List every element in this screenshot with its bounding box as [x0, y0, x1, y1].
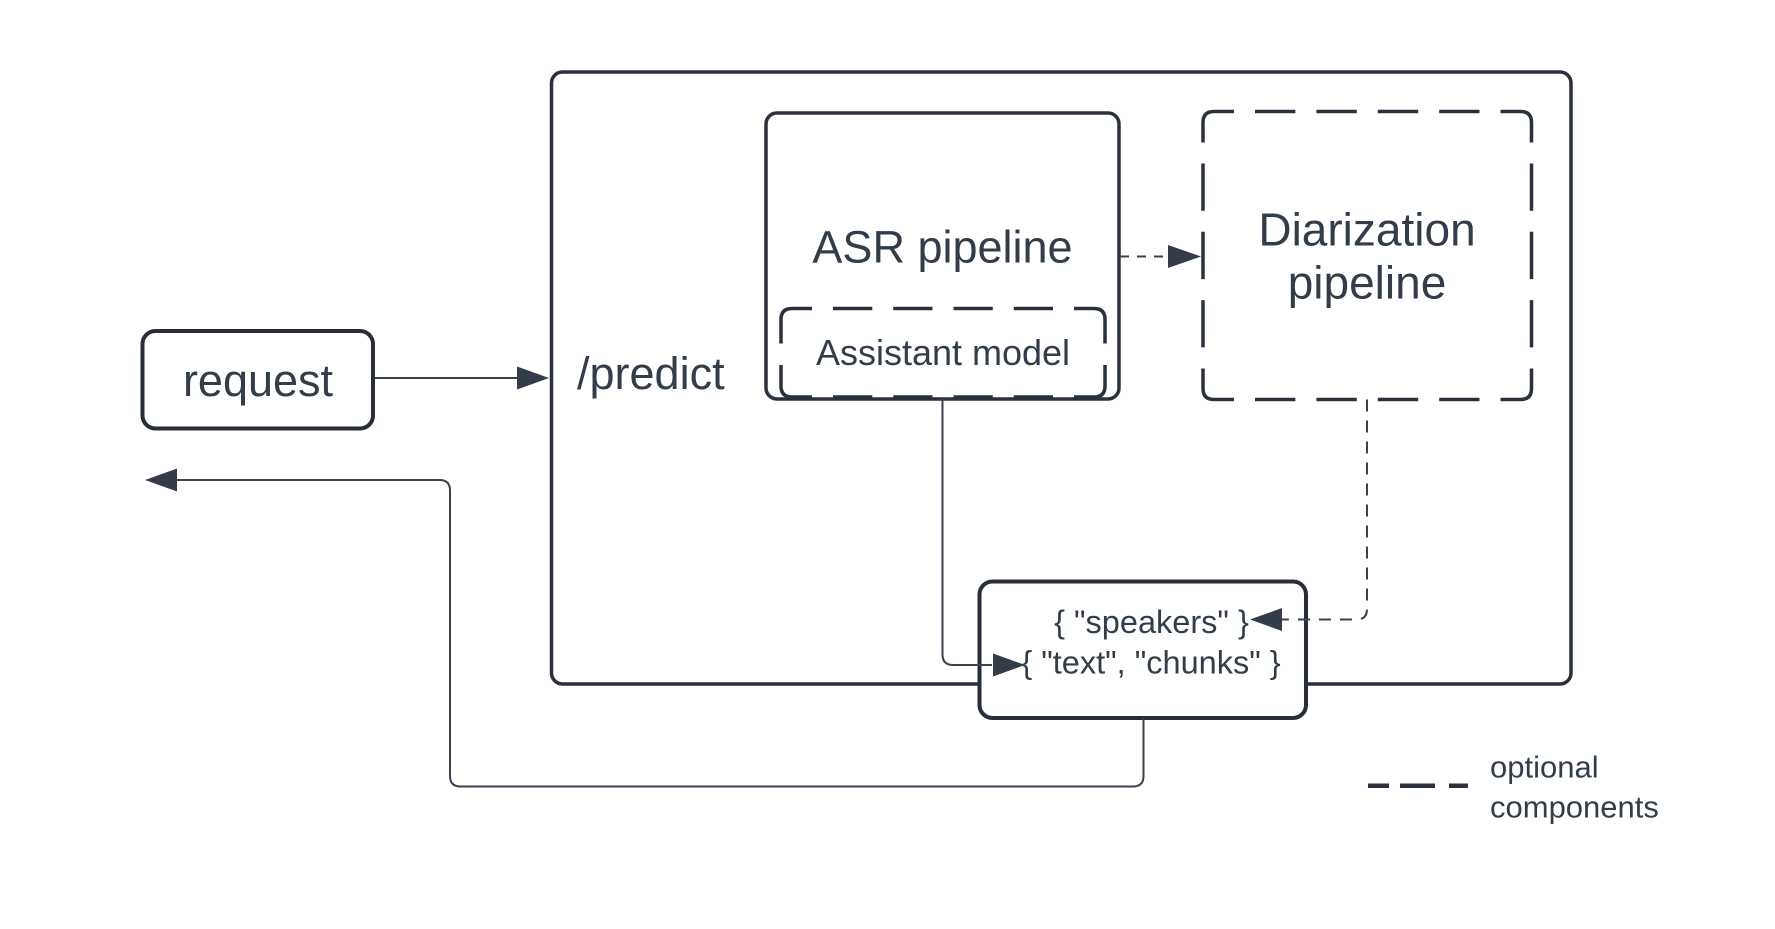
- svg-text:pipeline: pipeline: [1288, 257, 1447, 309]
- svg-text:/predict: /predict: [577, 348, 725, 399]
- svg-text:Diarization: Diarization: [1258, 204, 1475, 256]
- svg-text:Assistant model: Assistant model: [816, 332, 1070, 373]
- svg-text:request: request: [183, 355, 334, 406]
- svg-text:{ "speakers" }: { "speakers" }: [1054, 604, 1249, 640]
- svg-text:{ "text", "chunks" }: { "text", "chunks" }: [1021, 645, 1280, 681]
- svg-text:optional: optional: [1490, 750, 1599, 785]
- svg-text:ASR pipeline: ASR pipeline: [812, 222, 1072, 273]
- svg-text:components: components: [1490, 790, 1659, 825]
